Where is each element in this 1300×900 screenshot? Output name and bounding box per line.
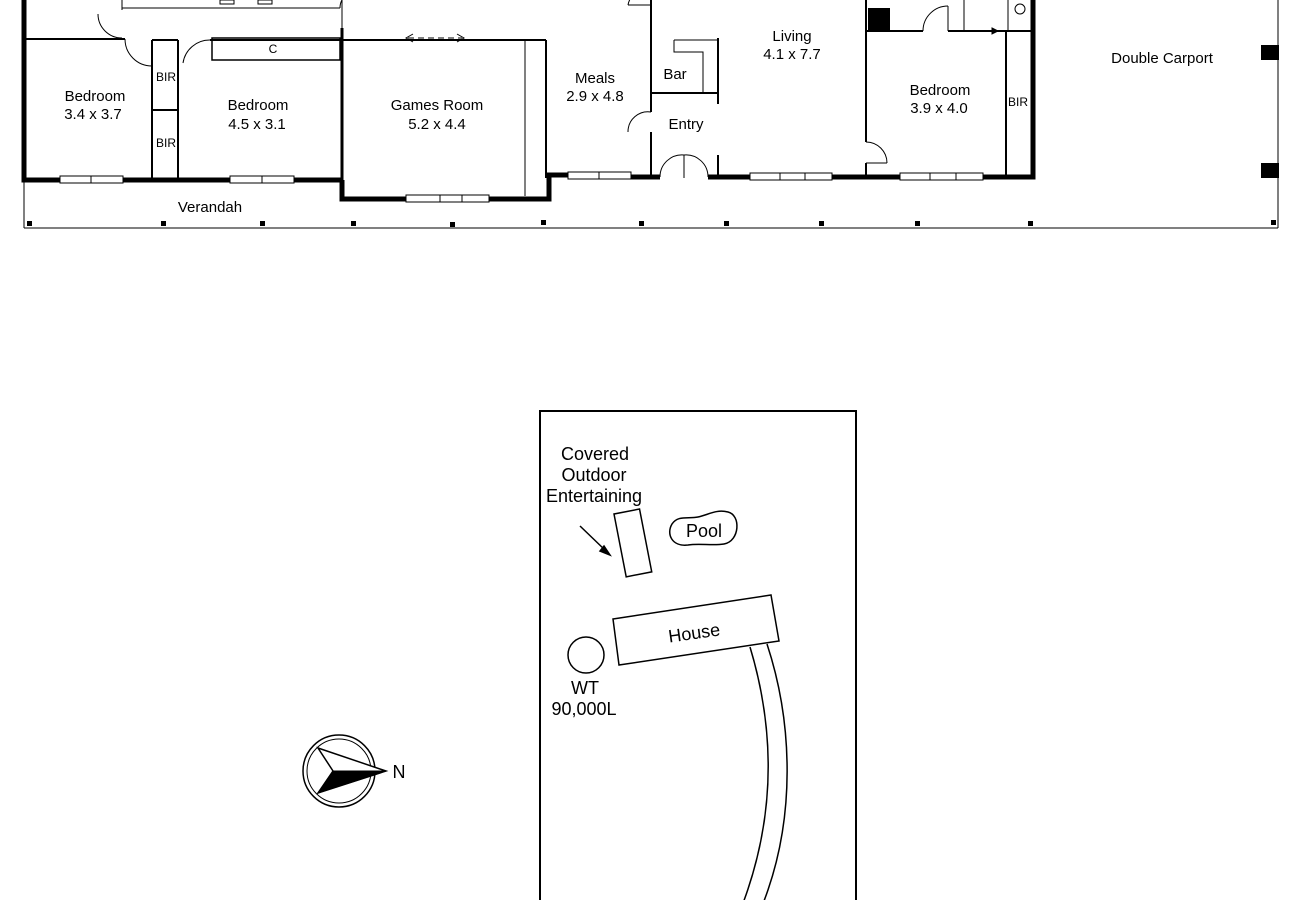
covered-outdoor-structure: [613, 508, 653, 578]
water-tank-icon: [567, 636, 605, 674]
room-bedroom-1-name: Bedroom: [65, 88, 126, 105]
driveway-left-edge: [743, 646, 769, 900]
windows: [59, 0, 984, 203]
house-label: House: [667, 620, 721, 647]
bir-label-1: BIR: [156, 70, 176, 84]
water-tank-capacity: 90,000L: [551, 699, 616, 719]
room-living-name: Living: [772, 28, 811, 45]
compass-north-label: N: [393, 762, 406, 782]
site-plan-labels: Covered Outdoor Entertaining Pool House …: [393, 444, 723, 782]
verandah: [23, 0, 1279, 229]
pool-label: Pool: [686, 521, 722, 541]
exterior-walls: [21, 0, 1036, 202]
room-bedroom-2-name: Bedroom: [228, 97, 289, 114]
room-bedroom-3-name: Bedroom: [910, 82, 971, 99]
room-games-room-name: Games Room: [391, 97, 484, 114]
room-meals-size: 2.9 x 4.8: [566, 88, 624, 105]
room-living-size: 4.1 x 7.7: [763, 46, 821, 63]
interior-walls: [24, 0, 1033, 196]
cupboard-label: C: [269, 42, 278, 56]
covered-outdoor-label-line-2: Outdoor: [561, 465, 626, 485]
pool-outline: [668, 510, 738, 546]
room-games-room-size: 5.2 x 4.4: [408, 116, 466, 133]
water-tank-label: WT: [571, 678, 599, 698]
room-bedroom-1-size: 3.4 x 3.7: [64, 106, 122, 123]
covered-outdoor-label-line-3: Entertaining: [546, 486, 642, 506]
site-plan: [302, 410, 857, 900]
carport-label: Double Carport: [1111, 50, 1214, 67]
sliding-door-arrows: [404, 27, 1000, 43]
site-boundary: [539, 410, 857, 900]
covered-outdoor-label-line-1: Covered: [561, 444, 629, 464]
door-swings: [97, 0, 1026, 178]
floor-plan: [21, 0, 1279, 229]
room-bedroom-3-size: 3.9 x 4.0: [910, 100, 968, 117]
verandah-label: Verandah: [178, 199, 242, 216]
bar-label: Bar: [663, 66, 686, 83]
room-bedroom-2-size: 4.5 x 3.1: [228, 116, 286, 133]
arrow-icon: [579, 525, 612, 557]
compass-icon: [302, 734, 389, 808]
floor-plan-labels: Bedroom 3.4 x 3.7 BIR BIR Bedroom 4.5 x …: [64, 28, 1213, 216]
room-meals-name: Meals: [575, 70, 615, 87]
house-outline: [612, 594, 780, 666]
verandah-posts: [27, 8, 1279, 227]
driveway-right-edge: [763, 643, 788, 900]
bir-label-3: BIR: [1008, 95, 1028, 109]
bir-label-2: BIR: [156, 136, 176, 150]
entry-label: Entry: [668, 116, 704, 133]
